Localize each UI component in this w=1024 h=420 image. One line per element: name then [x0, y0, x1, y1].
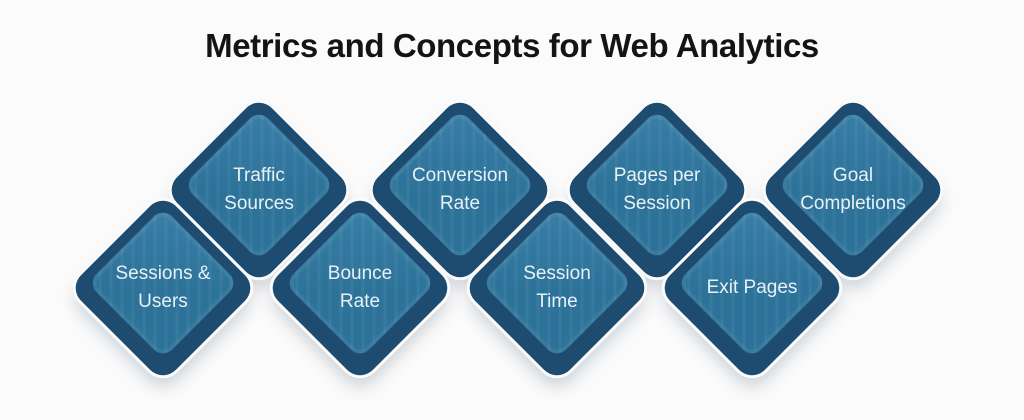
diamond-label: Goal Completions: [800, 165, 906, 214]
diamond-label: Exit Pages: [706, 277, 798, 298]
diamond-label: Traffic Sources: [224, 165, 294, 214]
diamond-label: Pages per Session: [613, 165, 701, 214]
diamond-label: Session Time: [523, 263, 591, 312]
diamond-label: Conversion Rate: [411, 165, 509, 214]
diamond-label: Sessions & Users: [115, 263, 211, 312]
page-title: Metrics and Concepts for Web Analytics: [205, 27, 819, 64]
diamond-label: Bounce Rate: [327, 263, 393, 312]
